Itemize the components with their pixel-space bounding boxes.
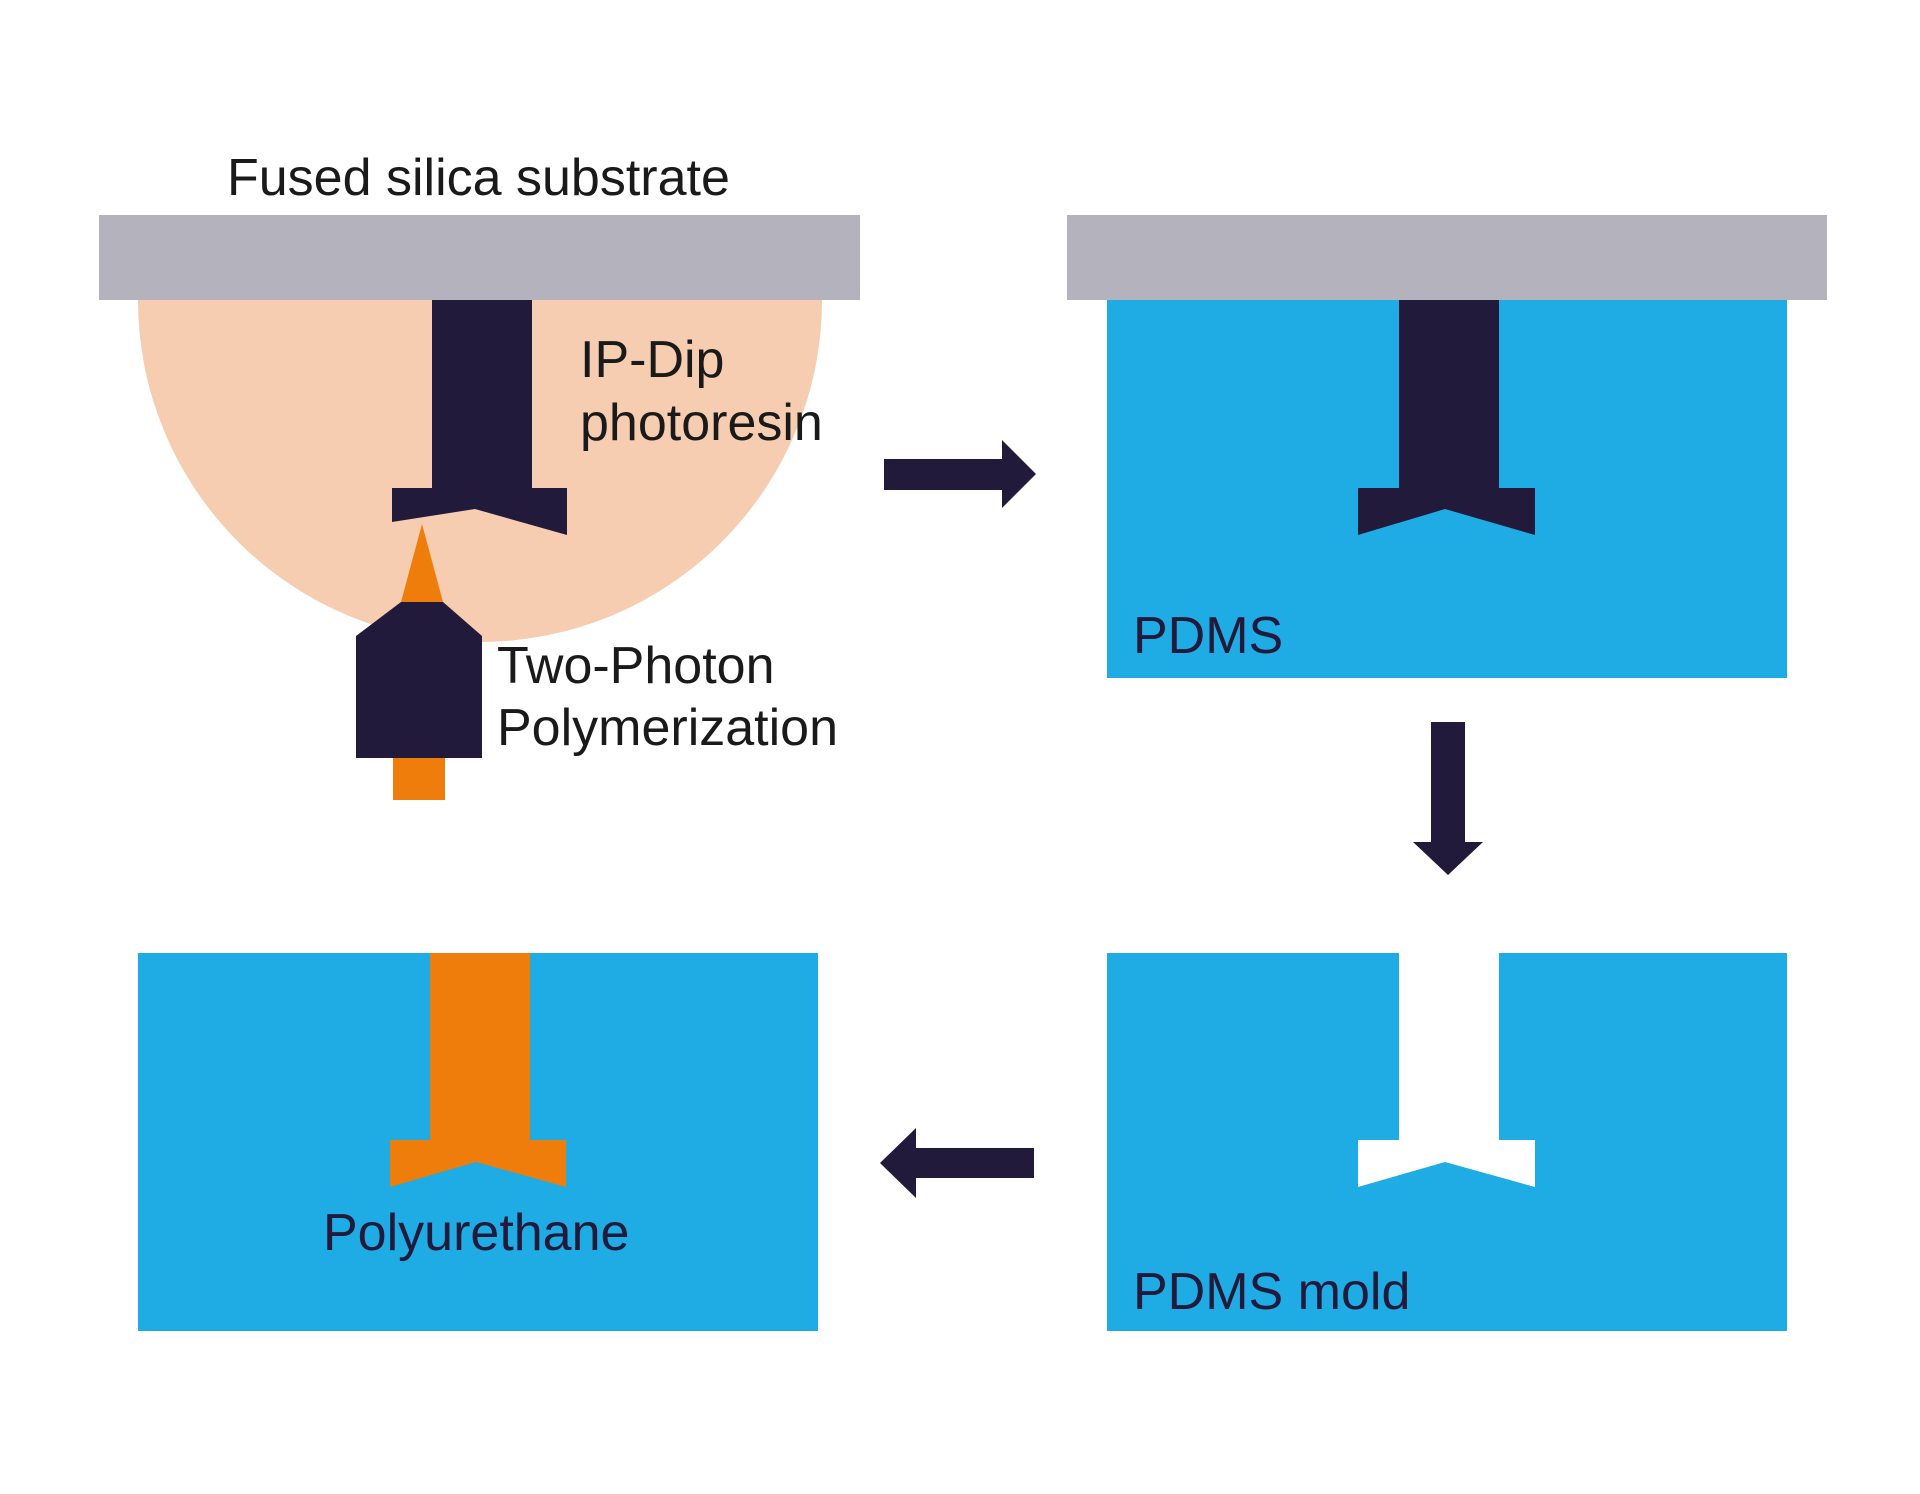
printed-structure <box>392 300 567 535</box>
label-pdms: PDMS <box>1133 607 1283 665</box>
mold-cavity <box>1358 953 1535 1187</box>
step-two-photon-polymerization: Fused silica substrate IP-Dip photoresin… <box>99 149 860 800</box>
arrow-right <box>884 440 1036 508</box>
step-pdms-mold: PDMS mold <box>1107 953 1787 1331</box>
label-tpp-line2: Polymerization <box>497 699 838 757</box>
label-substrate: Fused silica substrate <box>227 149 730 207</box>
fused-silica-substrate <box>99 215 860 300</box>
label-resin-line2: photoresin <box>580 394 823 452</box>
label-tpp-line1: Two-Photon <box>497 637 775 695</box>
objective-lens <box>356 602 482 758</box>
label-pdms-mold: PDMS mold <box>1133 1263 1410 1321</box>
arrow-left <box>880 1128 1034 1198</box>
label-polyurethane: Polyurethane <box>323 1204 629 1262</box>
polyurethane-structure <box>390 953 566 1187</box>
arrow-down <box>1413 722 1483 875</box>
step-pdms-casting: PDMS <box>1067 215 1827 678</box>
step-polyurethane-cast: Polyurethane <box>138 953 818 1331</box>
laser-beam <box>401 524 443 602</box>
label-resin-line1: IP-Dip <box>580 331 724 389</box>
embedded-structure <box>1358 300 1535 535</box>
substrate-step2 <box>1067 215 1827 300</box>
light-source <box>393 758 445 800</box>
